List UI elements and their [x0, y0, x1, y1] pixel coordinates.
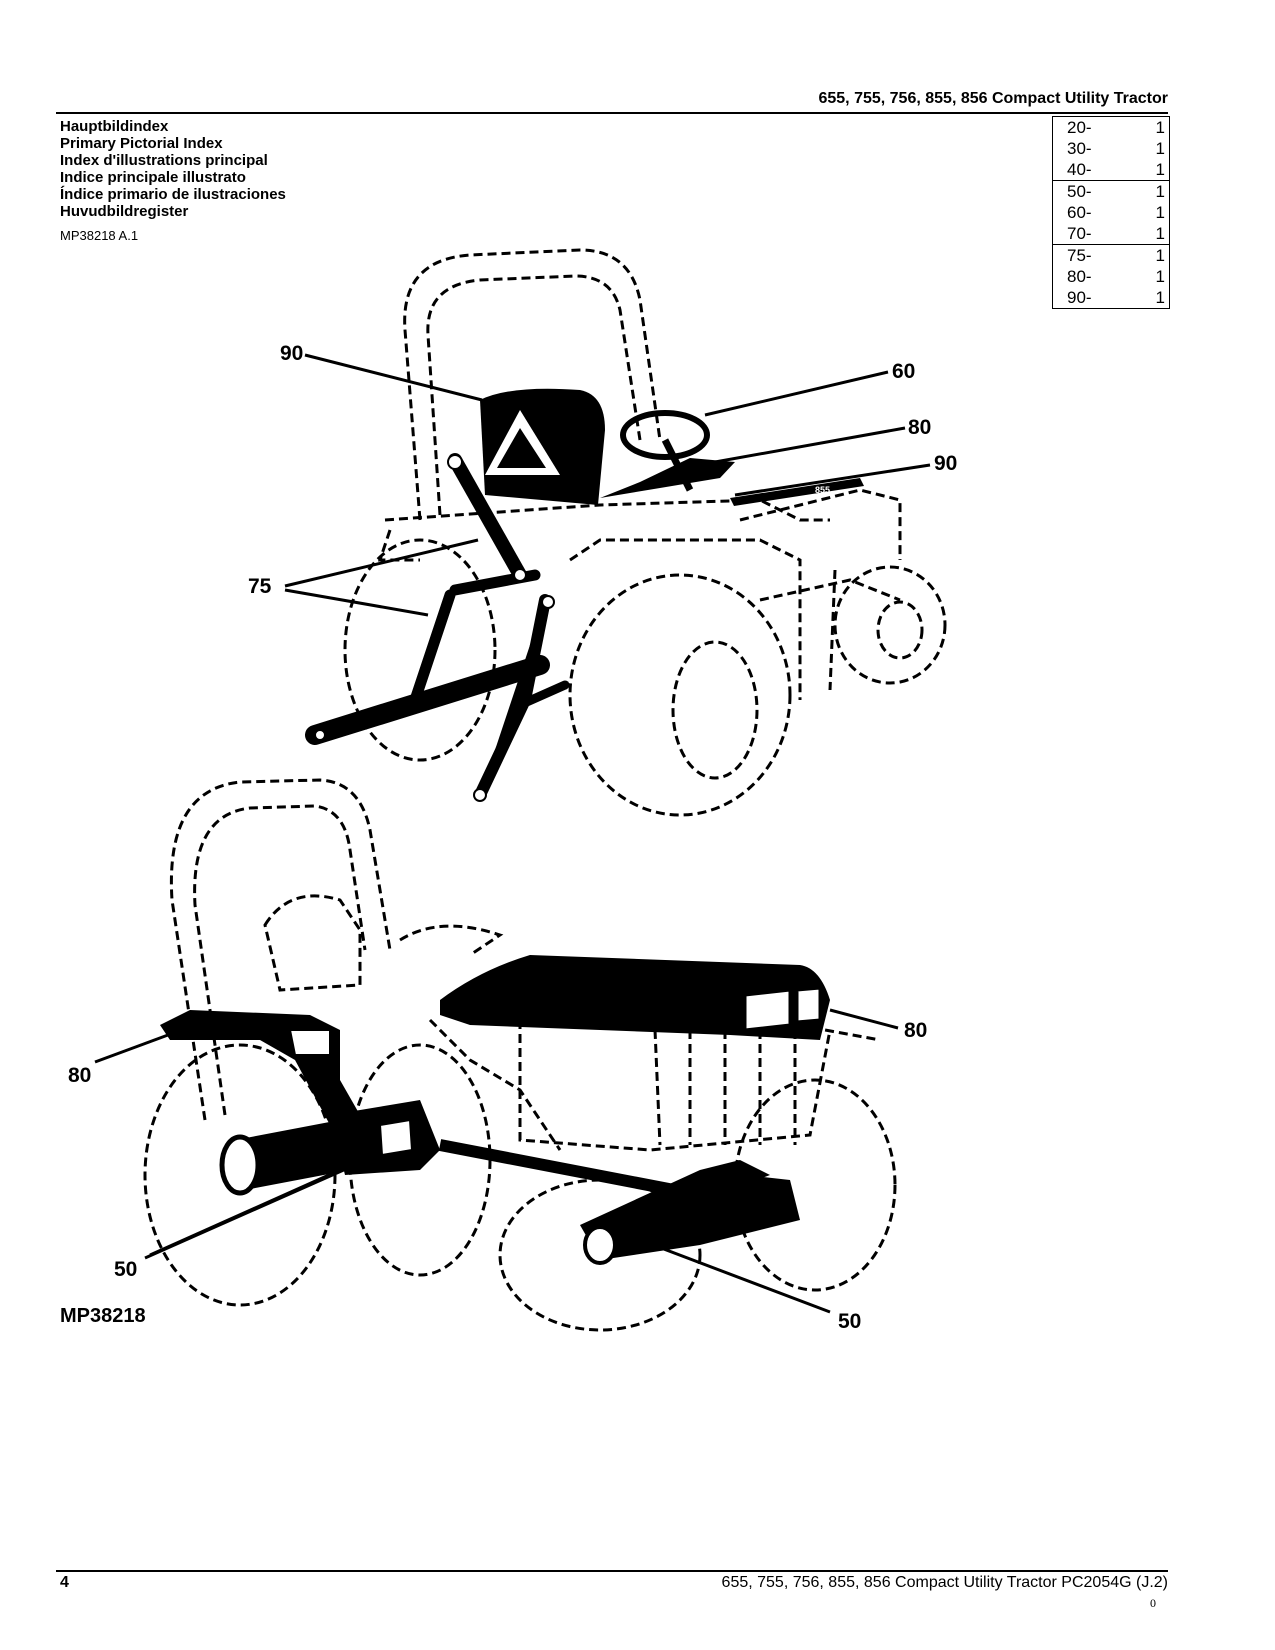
figure-id: MP38218 [60, 1305, 146, 1327]
callouts-top: 90 60 80 90 75 [248, 342, 957, 598]
index-titles: Hauptbildindex Primary Pictorial Index I… [60, 118, 286, 220]
tractor-outline-bottom [143, 778, 897, 1332]
headlight-right-shape [795, 986, 822, 1024]
title-italian: Indice principale illustrato [60, 169, 246, 186]
index-row: 90- 1 [1053, 287, 1169, 308]
section-page: 1 [1155, 224, 1165, 243]
section-number: 30- [1067, 139, 1092, 158]
index-row: 50- 1 [1053, 181, 1169, 202]
section-page: 1 [1155, 182, 1165, 201]
index-row: 75- 1 [1053, 245, 1169, 266]
upper-link-shape [448, 453, 527, 582]
title-swedish: Huvudbildregister [60, 203, 189, 220]
section-number: 60- [1067, 203, 1092, 222]
lift-arm-left-shape [409, 589, 456, 706]
callout-80-console: 80 [908, 416, 931, 439]
section-page: 1 [1155, 203, 1165, 222]
section-number: 75- [1067, 246, 1092, 265]
footer-text: 655, 755, 756, 855, 856 Compact Utility … [721, 1574, 1168, 1591]
section-number: 90- [1067, 288, 1092, 307]
rear-frame-shape [160, 1010, 360, 1125]
callout-50-rear-axle: 50 [114, 1258, 137, 1281]
callout-80-frame: 80 [68, 1064, 91, 1087]
front-hub-shape [583, 1225, 617, 1265]
rear-axle-shape [235, 1120, 350, 1190]
title-english: Primary Pictorial Index [60, 135, 223, 152]
index-row: 30- 1 [1053, 138, 1169, 159]
section-page: 1 [1155, 118, 1165, 137]
index-group: 75- 1 80- 1 90- 1 [1053, 244, 1169, 308]
index-row: 60- 1 [1053, 202, 1169, 223]
footer-rule [56, 1570, 1168, 1572]
tractor-exploded-diagram: 855 90 60 80 90 75 [60, 248, 957, 1333]
page-number: 4 [60, 1574, 69, 1591]
section-number: 70- [1067, 224, 1092, 243]
page-header-title: 655, 755, 756, 855, 856 Compact Utility … [818, 90, 1168, 107]
leader-lines-bottom [94, 1008, 899, 1314]
callout-75-hitch: 75 [248, 575, 272, 598]
drive-shaft-shape [438, 1139, 702, 1201]
lower-link-shape [305, 655, 550, 745]
hood-decal-text: 855 [815, 485, 830, 495]
reference-code: MP38218 A.1 [60, 228, 139, 243]
smv-sign-inner [497, 428, 546, 468]
highlighted-parts-top: 855 [305, 388, 864, 802]
index-row: 20- 1 [1053, 117, 1169, 138]
footer-mark: 0 [1150, 1596, 1156, 1610]
section-page: 1 [1155, 288, 1165, 307]
headlight-left-shape [743, 988, 792, 1032]
hood-decal-shape [730, 478, 864, 506]
console-shape [600, 458, 735, 498]
highlighted-parts-bottom [160, 955, 830, 1265]
callouts-bottom: 80 80 50 50 [68, 1019, 927, 1333]
callout-80-hood: 80 [904, 1019, 927, 1042]
section-index-table: 20- 1 30- 1 40- 1 50- 1 60- 1 70- 1 75- 1 80- 1 … [1052, 116, 1170, 309]
hitch-pin-shape [515, 680, 570, 710]
section-number: 80- [1067, 267, 1092, 286]
section-page: 1 [1155, 246, 1165, 265]
hood-shape [440, 955, 830, 1040]
section-page: 1 [1155, 139, 1165, 158]
index-group: 20- 1 30- 1 40- 1 [1053, 117, 1169, 180]
index-group: 50- 1 60- 1 70- 1 [1053, 180, 1169, 244]
rear-hub-shape [219, 1134, 261, 1196]
steering-wheel-shape [620, 410, 710, 460]
callout-90-decal: 90 [934, 452, 957, 475]
section-number: 40- [1067, 160, 1092, 179]
index-row: 70- 1 [1053, 223, 1169, 244]
header-rule [56, 112, 1168, 114]
callout-90-seat: 90 [280, 342, 303, 365]
callout-50-front-axle: 50 [838, 1310, 861, 1333]
section-number: 20- [1067, 118, 1092, 137]
title-spanish: Índice primario de ilustraciones [60, 186, 286, 203]
tractor-outline-top [343, 248, 947, 817]
index-row: 80- 1 [1053, 266, 1169, 287]
callout-60-steering: 60 [892, 360, 915, 383]
front-axle-shape [580, 1170, 800, 1260]
title-french: Index d'illustrations principal [60, 152, 268, 169]
index-row: 40- 1 [1053, 159, 1169, 180]
title-german: Hauptbildindex [60, 118, 169, 135]
leader-lines-top [284, 353, 931, 617]
section-page: 1 [1155, 160, 1165, 179]
section-page: 1 [1155, 267, 1165, 286]
section-number: 50- [1067, 182, 1092, 201]
